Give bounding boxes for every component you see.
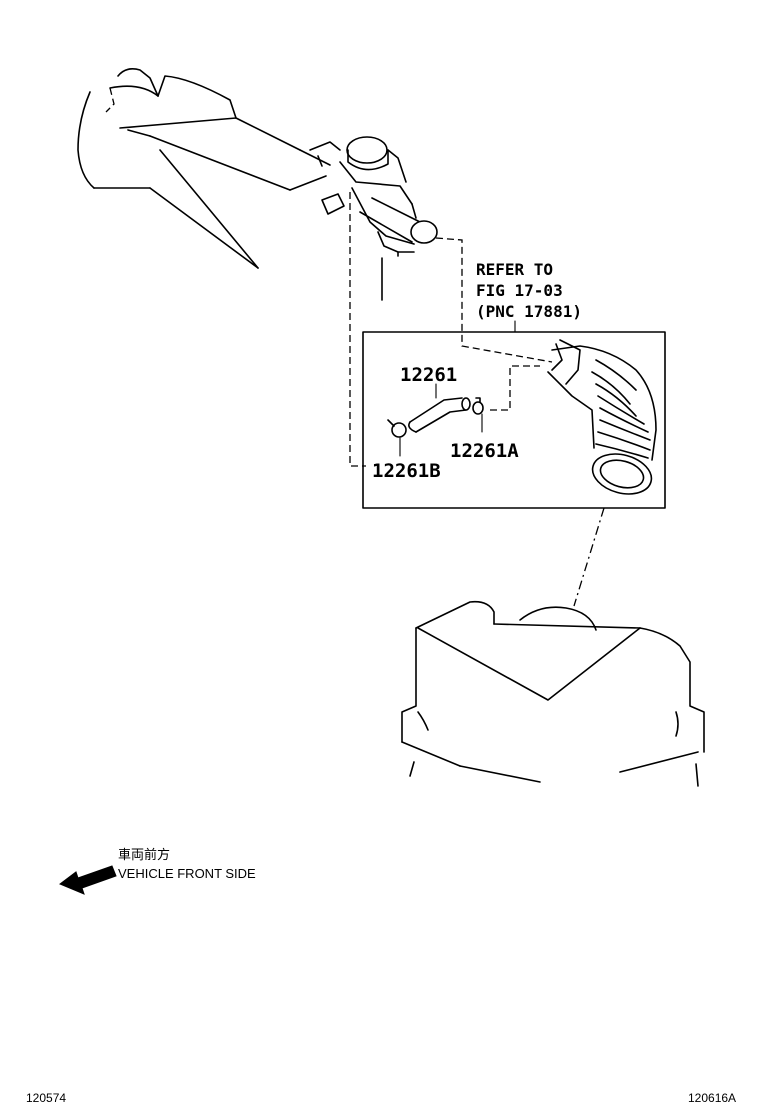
- refer-line-2: FIG 17-03: [476, 281, 563, 300]
- footer-left-code: 120574: [26, 1091, 66, 1105]
- detail-frame: [362, 331, 666, 509]
- leader-clamp-b: [349, 192, 366, 467]
- front-arrow-icon: [59, 865, 117, 895]
- direction-japanese: 車両前方: [118, 847, 170, 862]
- leader-hose-to-aircleaner: [573, 507, 605, 607]
- part-number-12261a: 12261A: [450, 440, 519, 462]
- breather-hose-12261: 12261: [400, 364, 471, 433]
- refer-line-3: (PNC 17881): [476, 302, 582, 321]
- refer-line-1: REFER TO: [476, 260, 553, 279]
- vehicle-front-indicator: 車両前方 VEHICLE FRONT SIDE: [59, 847, 256, 895]
- clamp-12261b: 12261B: [372, 419, 441, 482]
- part-number-12261b: 12261B: [372, 460, 441, 482]
- part-number-12261: 12261: [400, 364, 457, 386]
- clamp-12261a: 12261A: [450, 397, 519, 462]
- intake-hose: [547, 339, 657, 495]
- leader-clamp-a: [490, 365, 540, 411]
- leader-hose-to-engine: [435, 237, 553, 363]
- engine-block: [77, 68, 438, 301]
- footer-right-code: 120616A: [688, 1091, 736, 1105]
- air-cleaner: [401, 600, 705, 787]
- direction-english: VEHICLE FRONT SIDE: [118, 866, 256, 881]
- refer-callout: REFER TO FIG 17-03 (PNC 17881): [476, 260, 582, 333]
